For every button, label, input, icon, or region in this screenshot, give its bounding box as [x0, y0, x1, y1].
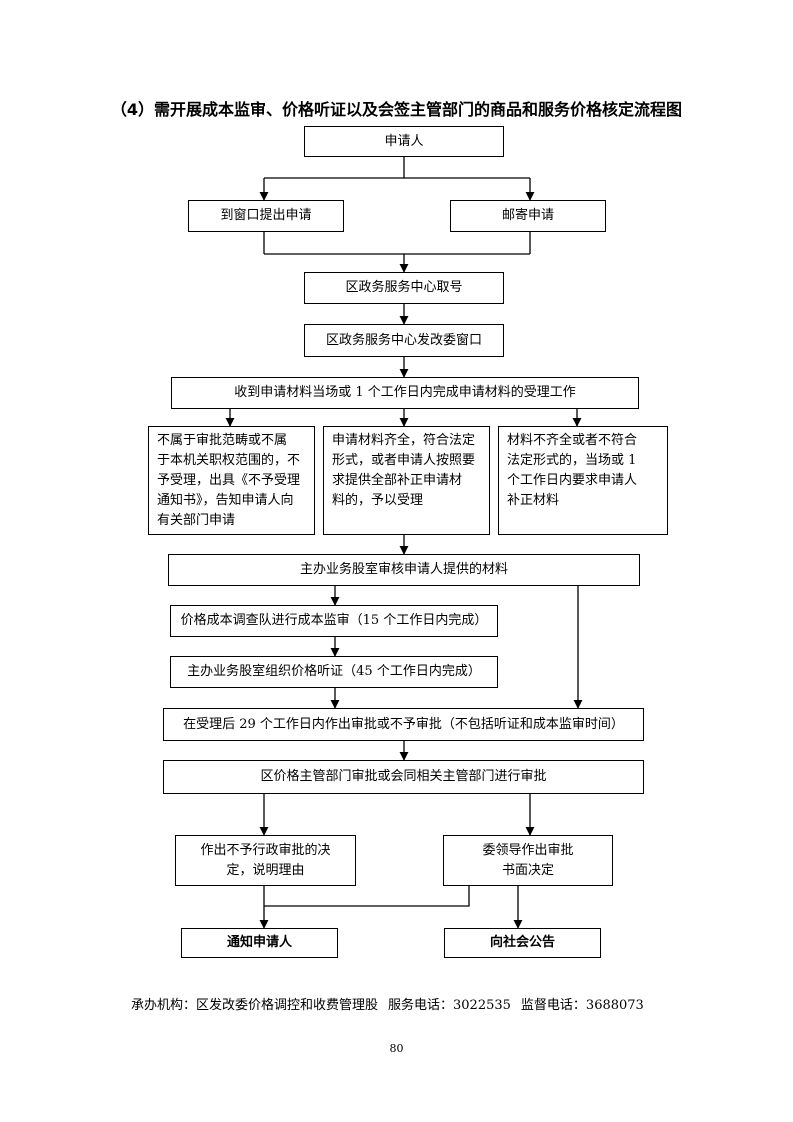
- node-accepted: 申请材料齐全，符合法定 形式，或者申请人按照要 求提供全部补正申请材 料的，予以…: [323, 426, 490, 535]
- node-notify-applicant: 通知申请人: [181, 928, 338, 958]
- node-public-announce: 向社会公告: [444, 928, 601, 958]
- not-accepted-line: 予受理，出具《不予受理: [157, 473, 301, 488]
- connector-approve-to-notify: [264, 886, 470, 907]
- node-window-submit: 到窗口提出申请: [188, 200, 344, 232]
- node-take-number: 区政务服务中心取号: [304, 272, 504, 304]
- approve-line: 委领导作出审批: [482, 842, 574, 858]
- not-accepted-line: 有关部门申请: [157, 513, 236, 528]
- page-number: 80: [389, 1042, 404, 1055]
- accepted-line: 求提供全部补正申请材: [332, 473, 463, 488]
- node-review-materials: 主办业务股室审核申请人提供的材料: [168, 554, 640, 586]
- node-decision-29-days: 在受理后 29 个工作日内作出审批或不予审批（不包括听证和成本监审时间）: [163, 708, 644, 741]
- node-approve-decision: 委领导作出审批 书面决定: [443, 835, 613, 886]
- node-receive-materials: 收到申请材料当场或 1 个工作日内完成申请材料的受理工作: [171, 377, 639, 409]
- not-accepted-line: 于本机关职权范围的，不: [157, 453, 301, 468]
- node-cosign: 区价格主管部门审批或会同相关主管部门进行审批: [163, 760, 644, 794]
- page-title: （4）需开展成本监审、价格听证以及会签主管部门的商品和服务价格核定流程图: [110, 100, 683, 119]
- incomplete-line: 材料不齐全或者不符合: [507, 433, 638, 448]
- incomplete-line: 补正材料: [507, 493, 560, 508]
- not-accepted-line: 通知书》，告知申请人向: [157, 493, 294, 508]
- node-price-hearing: 主办业务股室组织价格听证（45 个工作日内完成）: [170, 656, 498, 688]
- not-accepted-line: 不属于审批范畴或不属: [157, 433, 288, 448]
- node-ndrc-window: 区政务服务中心发改委窗口: [304, 324, 504, 357]
- accepted-line: 形式，或者申请人按照要: [332, 453, 476, 468]
- incomplete-line: 个工作日内要求申请人: [507, 473, 638, 488]
- accepted-line: 料的，予以受理: [332, 493, 424, 508]
- node-incomplete: 材料不齐全或者不符合 法定形式的，当场或 1 个工作日内要求申请人 补正材料: [498, 426, 668, 535]
- footer-service-phone: 服务电话：3022535: [388, 998, 511, 1013]
- footer-supervise-phone: 监督电话：3688073: [520, 998, 644, 1013]
- incomplete-line: 法定形式的，当场或 1: [507, 453, 637, 468]
- node-reject-decision: 作出不予行政审批的决 定，说明理由: [175, 835, 356, 886]
- accepted-line: 申请材料齐全，符合法定: [332, 433, 476, 448]
- reject-line: 作出不予行政审批的决: [200, 842, 331, 858]
- node-cost-audit: 价格成本调查队进行成本监审（15 个工作日内完成）: [170, 605, 498, 637]
- footer-org: 承办机构：区发改委价格调控和收费管理股: [131, 998, 379, 1013]
- node-mail-submit: 邮寄申请: [450, 200, 606, 232]
- node-not-accepted: 不属于审批范畴或不属 于本机关职权范围的，不 予受理，出具《不予受理 通知书》，…: [148, 426, 315, 535]
- reject-line: 定，说明理由: [226, 862, 305, 878]
- node-applicant: 申请人: [304, 126, 504, 157]
- approve-line: 书面决定: [501, 862, 554, 878]
- footer-contact: 承办机构：区发改委价格调控和收费管理股服务电话：3022535 监督电话：3688…: [131, 994, 654, 1013]
